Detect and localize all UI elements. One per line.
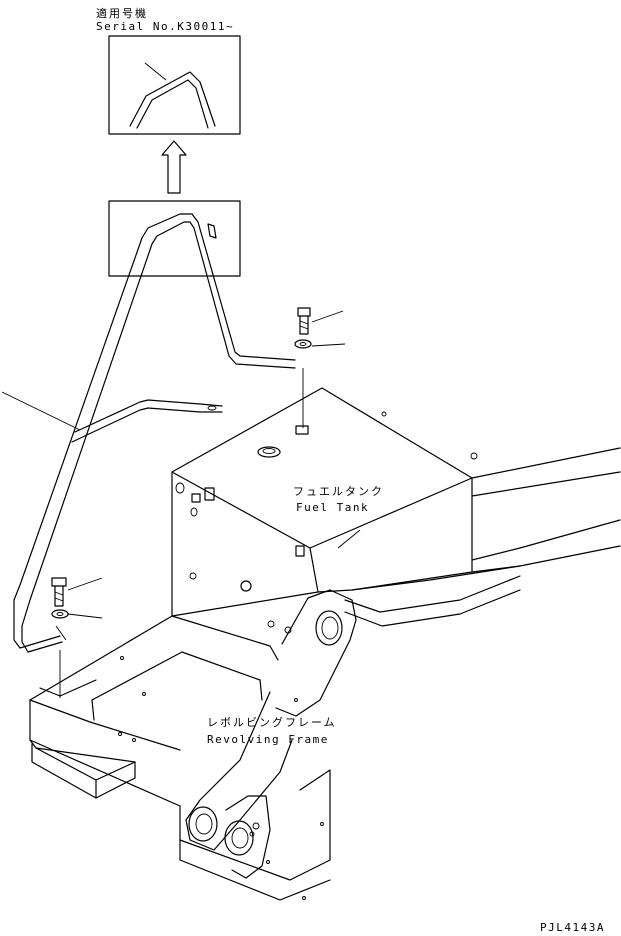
bolt-lower — [51, 577, 103, 607]
arrow-up-icon — [161, 140, 187, 194]
detail-box-old — [108, 200, 241, 277]
washer-lower — [51, 609, 103, 619]
revolving-frame — [29, 615, 331, 901]
frame-label-en: Revolving Frame — [207, 733, 329, 746]
boom-bracket — [185, 589, 357, 879]
handrail — [13, 213, 296, 653]
washer-upper — [294, 339, 346, 349]
leader-fuel-tank — [337, 529, 361, 549]
fuel-tank-label-en: Fuel Tank — [296, 501, 369, 514]
frame-label-jp: レボルビングフレーム — [207, 715, 337, 729]
applicable-serial-jp: 適用号機 — [96, 6, 148, 20]
fuel-tank-label-jp: フュエルタンク — [293, 485, 384, 498]
bolt-upper — [297, 307, 344, 335]
frame-rails — [344, 447, 621, 627]
serial-number: Serial No.K30011~ — [96, 20, 234, 33]
detail-box-new — [108, 35, 241, 135]
fuel-tank — [171, 387, 478, 634]
leader-handrail — [1, 391, 81, 431]
drawing-code: PJL4143A — [540, 921, 605, 934]
